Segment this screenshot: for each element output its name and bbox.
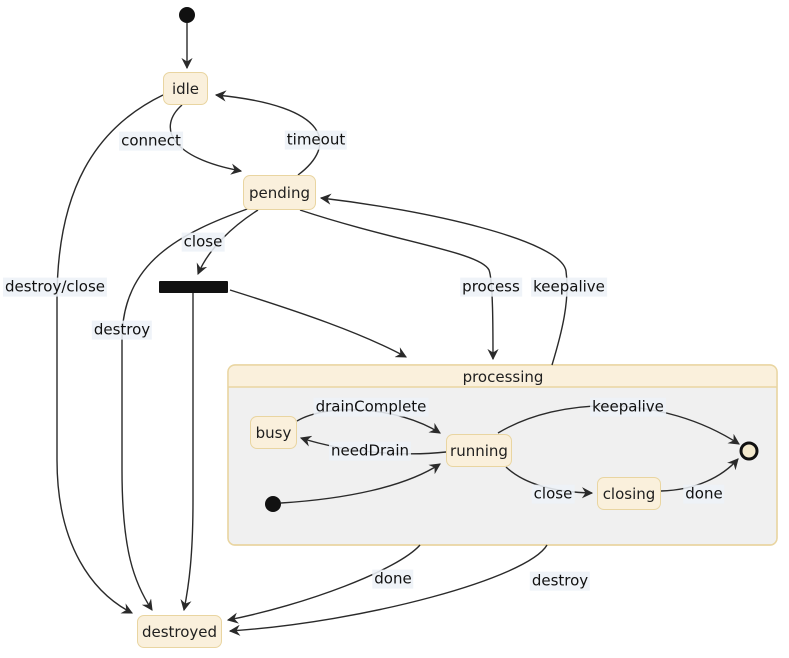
state-pending-label: pending <box>249 183 310 202</box>
edge-processing-to-pending-keepalive <box>319 193 568 366</box>
inner-initial-state-dot <box>265 496 281 512</box>
state-running-label: running <box>450 441 508 460</box>
edge-idle-to-destroyed-destroy-close <box>56 94 164 614</box>
edge-label-close: close <box>181 232 225 252</box>
state-busy-label: busy <box>255 423 292 442</box>
edge-label-done-inner: done <box>683 484 725 504</box>
edge-label-draincomplete: drainComplete <box>313 397 429 417</box>
state-destroyed: destroyed <box>137 615 222 648</box>
edge-label-keepalive-inner: keepalive <box>590 397 666 417</box>
initial-state-dot <box>179 7 195 23</box>
processing-header-band <box>228 365 777 387</box>
edge-fork-to-destroyed <box>180 293 194 612</box>
inner-final-state-node <box>739 441 759 461</box>
edge-label-done: done <box>372 569 414 589</box>
state-pending: pending <box>243 175 316 210</box>
edge-label-destroy: destroy <box>91 320 153 340</box>
processing-border <box>227 364 778 546</box>
edge-label-needdrain: needDrain <box>328 441 412 461</box>
edge-closing-to-final-done <box>660 458 739 492</box>
composite-processing-title: processing <box>462 368 544 386</box>
fork-join-bar <box>159 281 228 293</box>
edge-inner-start-to-running <box>280 463 441 504</box>
state-running: running <box>446 434 512 467</box>
edge-label-process: process <box>460 277 522 297</box>
edge-label-destroy-close: destroy/close <box>2 277 108 297</box>
edge-processing-to-destroyed-done <box>226 544 421 624</box>
state-closing: closing <box>597 477 661 510</box>
edge-fork-to-processing <box>229 289 407 358</box>
edge-processing-to-destroyed-destroy <box>228 544 548 636</box>
state-destroyed-label: destroyed <box>141 622 218 641</box>
state-idle-label: idle <box>171 79 200 98</box>
edge-label-keepalive: keepalive <box>531 277 607 297</box>
edge-pending-to-idle-timeout <box>214 90 321 176</box>
edge-label-timeout: timeout <box>284 130 348 150</box>
edge-label-connect: connect <box>119 131 183 151</box>
edge-label-close-inner: close <box>531 484 575 504</box>
edge-label-destroy-outer: destroy <box>529 571 591 591</box>
state-closing-label: closing <box>602 484 656 503</box>
state-busy: busy <box>250 416 297 449</box>
state-idle: idle <box>163 72 208 105</box>
edge-pending-to-processing-process <box>299 209 499 361</box>
